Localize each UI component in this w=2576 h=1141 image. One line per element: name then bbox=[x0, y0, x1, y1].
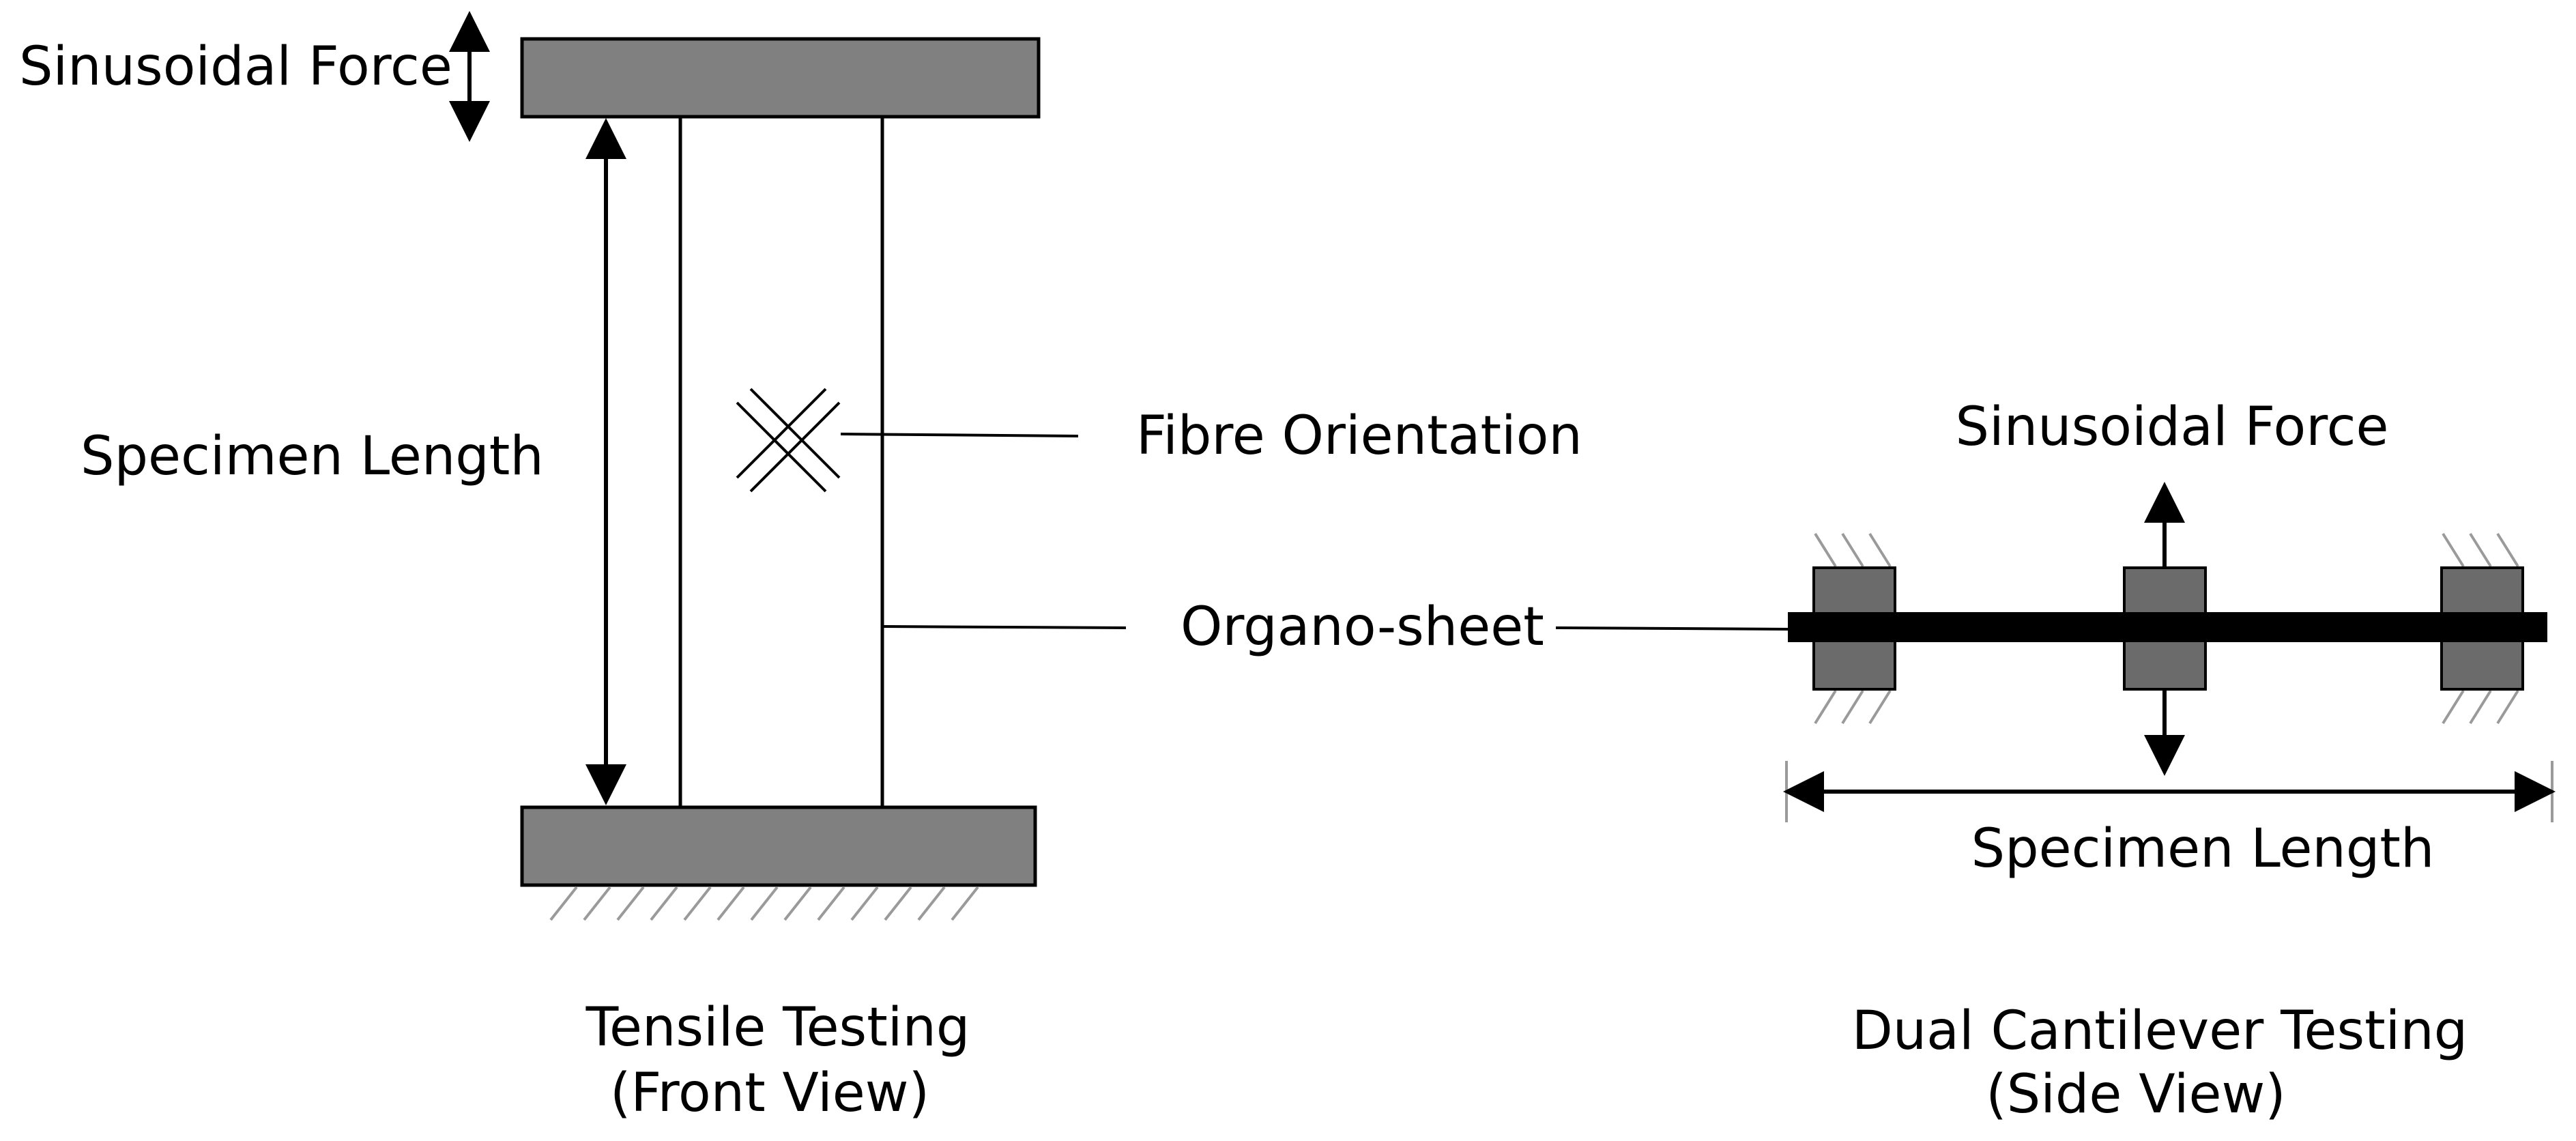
tensile-top-clamp bbox=[520, 37, 1041, 119]
hatch-mark bbox=[783, 886, 812, 921]
hatch-mark bbox=[1841, 689, 1864, 725]
tensile-force-label: Sinusoidal Force bbox=[19, 36, 452, 98]
cantilever-force-label: Sinusoidal Force bbox=[1956, 396, 2389, 458]
tensile-bottom-clamp bbox=[520, 805, 1037, 887]
cantilever-hatches bbox=[1814, 532, 2519, 725]
hatch-mark bbox=[549, 886, 578, 921]
hatch-mark bbox=[1814, 689, 1837, 725]
hatch-mark bbox=[817, 886, 845, 921]
hatch-mark bbox=[884, 886, 912, 921]
hatch-mark bbox=[616, 886, 645, 921]
fibre-orientation-label: Fibre Orientation bbox=[1136, 405, 1582, 467]
tensile-testing-setup: Sinusoidal Force Specimen Length Tensile… bbox=[19, 10, 1041, 1124]
fibre-orientation-icon bbox=[736, 388, 841, 493]
center-annotations: Fibre Orientation Organo-sheet bbox=[840, 405, 1789, 658]
hatch-mark bbox=[583, 886, 611, 921]
hatch-mark bbox=[2442, 532, 2465, 568]
hatch-mark bbox=[1814, 532, 1837, 568]
hatch-mark bbox=[2469, 689, 2492, 725]
tensile-caption-line1: Tensile Testing bbox=[585, 997, 970, 1058]
organo-sheet-label: Organo-sheet bbox=[1181, 596, 1544, 658]
hatch-mark bbox=[2496, 532, 2519, 568]
fibre-orientation-leader bbox=[840, 433, 1079, 437]
organo-sheet-leader-left bbox=[882, 625, 1127, 629]
hatch-mark bbox=[750, 886, 779, 921]
cantilever-caption-line2: (Side View) bbox=[1986, 1064, 2285, 1125]
hatch-mark bbox=[2496, 689, 2519, 725]
hatch-mark bbox=[683, 886, 712, 921]
dual-cantilever-setup: Sinusoidal Force Specimen Length Dual Ca… bbox=[1783, 396, 2556, 1125]
hatch-mark bbox=[1868, 689, 1892, 725]
hatch-mark bbox=[2469, 532, 2492, 568]
hatch-mark bbox=[1841, 532, 1864, 568]
hatch-mark bbox=[717, 886, 745, 921]
cantilever-caption-line1: Dual Cantilever Testing bbox=[1852, 1000, 2468, 1062]
hatch-mark bbox=[917, 886, 946, 921]
hatch-mark bbox=[1868, 532, 1892, 568]
tensile-ground-hatch bbox=[549, 886, 979, 921]
hatch-mark bbox=[2442, 689, 2465, 725]
organo-sheet-leader-right bbox=[1555, 626, 1789, 631]
cantilever-length-label: Specimen Length bbox=[1971, 818, 2435, 880]
organo-sheet-bar bbox=[1788, 612, 2547, 642]
hatch-mark bbox=[951, 886, 979, 921]
tensile-length-label: Specimen Length bbox=[81, 426, 544, 487]
hatch-mark bbox=[850, 886, 879, 921]
hatch-mark bbox=[650, 886, 678, 921]
tensile-caption-line2: (Front View) bbox=[610, 1063, 929, 1124]
